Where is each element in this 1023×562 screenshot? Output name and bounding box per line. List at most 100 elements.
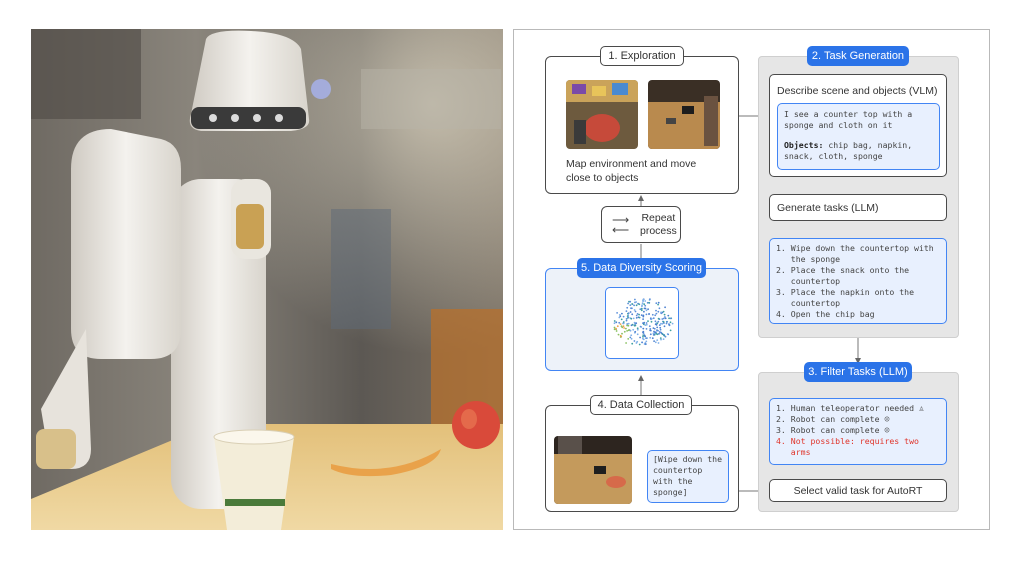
scatter-point [647,308,649,311]
scatter-point [636,340,639,343]
scatter-point [645,309,648,312]
scatter-point [619,315,622,318]
scatter-point [618,316,621,319]
scatter-point [613,320,616,322]
scatter-point [657,301,660,304]
robot-icon: ☺ [884,425,890,435]
scatter-point [632,328,635,331]
scatter-point [642,337,644,340]
scatter-point [645,337,647,340]
filter-item: 2. Robot can complete ☺ [776,414,940,425]
scatter-point [650,317,653,320]
scatter-point [615,321,618,324]
scatter-point [662,317,665,320]
scatter-point [631,342,634,345]
scatter-point [665,322,668,325]
scatter-point [626,324,628,327]
robot-scene-image [31,29,503,530]
scatter-point [658,307,661,310]
repeat-icon: ⟶⟵ [612,213,630,237]
scatter-point [621,312,623,315]
scatter-point [634,322,637,325]
scatter-point [649,298,651,300]
generate-tasks-label: Generate tasks (LLM) [777,201,879,214]
exploration-description: Map environment and move close to object… [566,158,697,184]
scatter-point [644,324,647,326]
scatter-point [625,327,627,330]
scatter-point [660,311,662,314]
scatter-point [635,304,638,307]
scatter-point [655,302,658,305]
scatter-point [668,324,671,326]
collection-title: 4. Data Collection [590,395,692,415]
scatter-point [662,338,665,340]
scatter-point [617,333,620,336]
scatter-point [634,330,637,333]
generated-task-list: 1. Wipe down the countertop with the spo… [769,238,947,324]
select-valid-task-box: Select valid task for AutoRT [769,479,947,502]
scatter-point [621,332,623,335]
scatter-point [642,314,645,317]
scatter-point [643,321,646,324]
scatter-point [664,317,667,320]
scatter-point [664,306,666,309]
scatter-point [622,315,625,318]
repeat-label-line2: process [640,225,677,237]
scatter-point [629,311,632,313]
filter-item-text: 2. Robot can complete [776,414,880,424]
scatter-point [640,307,643,310]
scatter-point [635,314,638,317]
scatter-point [645,340,648,343]
scatter-point [657,310,660,313]
scatter-point [668,317,670,320]
scatter-point [626,330,628,332]
scatter-point [640,314,643,316]
scatter-point [671,322,674,325]
exploration-closeup-thumbnail [648,80,720,149]
scatter-point [661,333,664,336]
scatter-point [643,343,646,345]
scatter-point [654,320,657,323]
scatter-point [626,323,629,325]
scatter-point [636,313,639,315]
scatter-point [657,317,660,320]
scatter-point [664,335,667,338]
scatter-point [638,313,640,316]
scatter-point [649,329,651,332]
scatter-point [642,331,644,334]
scatter-point [669,321,672,324]
task-item: 4. Open the chip bag [776,309,875,319]
closeup-image [648,80,720,149]
scatter-point [663,313,666,316]
scatter-point [633,309,636,311]
scatter-point [613,326,616,329]
scatter-point [627,302,629,305]
scatter-point [648,313,650,315]
scatter-point [657,329,659,332]
generate-tasks-box: Generate tasks (LLM) [769,194,947,221]
scatter-point [657,320,660,323]
task-generation-title: 2. Task Generation [807,46,909,66]
scatter-point [630,307,632,310]
filter-result-list: 1. Human teleoperator needed ♙ 2. Robot … [769,398,947,465]
scatter-point [638,343,641,346]
scatter-point [652,327,655,329]
scatter-point [645,322,648,324]
scatter-point [639,325,642,328]
scene-description: I see a counter top with a sponge and cl… [777,103,940,170]
scatter-point [658,332,660,335]
scatter-point [661,318,664,320]
scatter-point [623,327,625,329]
scatter-point [627,322,630,325]
scatter-point [620,325,623,328]
scatter-point [618,321,621,324]
scatter-point [652,317,655,320]
scatter-point [641,341,643,344]
scatter-point [643,310,645,313]
scatter-point [645,323,648,326]
scatter-point [643,303,646,306]
scatter-point [634,324,637,327]
scatter-point [642,335,644,338]
scatter-point [633,304,635,307]
scatter-point [631,313,634,316]
